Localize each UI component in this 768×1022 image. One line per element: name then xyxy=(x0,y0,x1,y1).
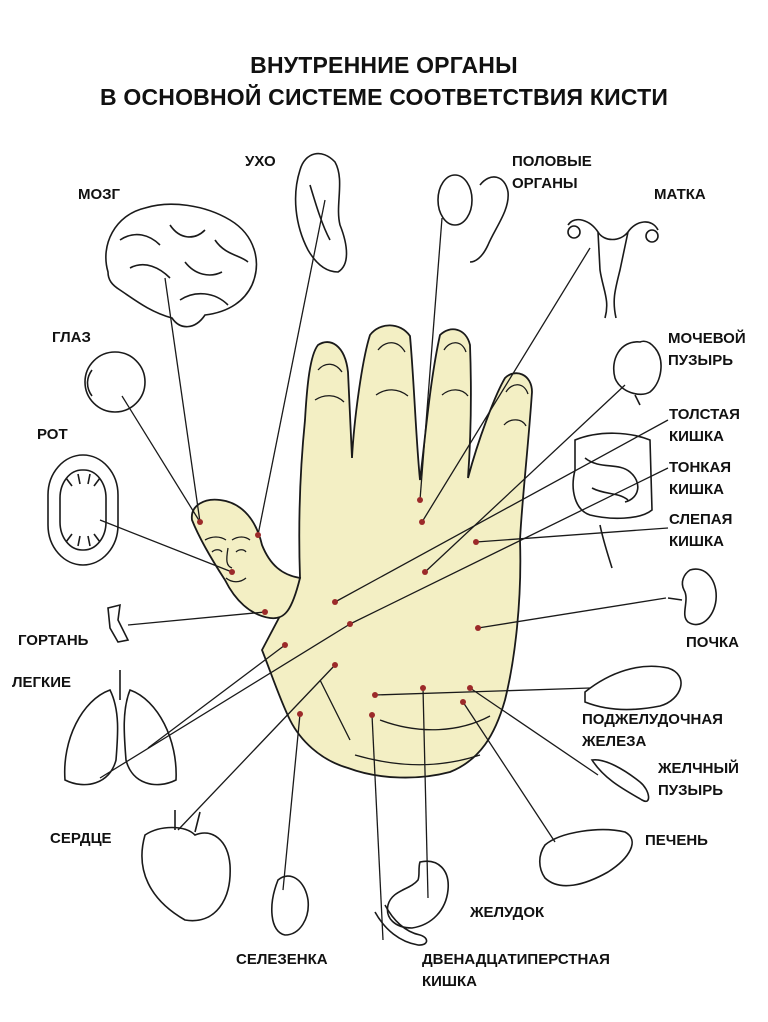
reflex-point-stomach xyxy=(420,685,426,691)
reflex-point-mouth xyxy=(229,569,235,575)
leader-line-genitals xyxy=(419,217,443,501)
leader-line-duodenum xyxy=(371,714,384,941)
reflex-point-ear xyxy=(255,532,261,538)
reflex-point-genitals xyxy=(417,497,423,503)
label-kidney: ПОЧКА xyxy=(686,634,739,651)
title-line-2: В ОСНОВНОЙ СИСТЕМЕ СООТВЕТСТВИЯ КИСТИ xyxy=(99,84,669,110)
reflex-point-liver xyxy=(460,699,466,705)
leader-line-colon xyxy=(334,419,669,603)
leader-line-mouth xyxy=(99,519,233,573)
genitals-icon xyxy=(437,174,509,263)
label-larynx: ГОРТАНЬ xyxy=(18,632,89,649)
label-mouth: РОТ xyxy=(37,426,68,443)
label-uterus: МАТКА xyxy=(654,186,706,203)
label-ear: УХО xyxy=(245,153,276,170)
leader-line-kidney xyxy=(477,597,667,629)
duodenum-icon xyxy=(374,904,428,946)
leader-line-spleen xyxy=(282,713,301,891)
label-stomach: ЖЕЛУДОК xyxy=(470,904,545,921)
reflex-point-colon xyxy=(332,599,338,605)
leader-line-larynx xyxy=(127,611,266,626)
label-lungs: ЛЕГКИЕ xyxy=(12,674,71,691)
label-spleen: СЕЛЕЗЕНКА xyxy=(236,951,328,968)
reflex-point-larynx xyxy=(262,609,268,615)
reflex-point-uterus xyxy=(419,519,425,525)
spleen-icon xyxy=(271,875,310,936)
leader-line-brain xyxy=(164,277,201,523)
reflex-point-kidney xyxy=(475,625,481,631)
larynx-icon xyxy=(107,603,130,643)
leader-line-ear xyxy=(257,199,326,536)
reflex-point-brain xyxy=(197,519,203,525)
leader-line-stomach xyxy=(422,687,429,899)
reflex-point-spleen xyxy=(297,711,303,717)
stomach-icon xyxy=(386,860,449,929)
reflex-point-lungs-2 xyxy=(282,642,288,648)
finger-details xyxy=(314,342,529,766)
liver-icon xyxy=(538,828,633,887)
lungs-icon xyxy=(63,670,177,786)
label-brain: МОЗГ xyxy=(78,186,121,203)
heart-icon xyxy=(141,810,231,922)
leader-line-gallbladder xyxy=(469,687,599,776)
reflex-point-pancreas xyxy=(372,692,378,698)
kidney-icon xyxy=(667,568,717,626)
reflex-point-cecum xyxy=(473,539,479,545)
leader-line-bladder xyxy=(424,384,626,573)
reflex-point-heart xyxy=(332,662,338,668)
reflex-point-duodenum xyxy=(369,712,375,718)
mouth-icon xyxy=(47,454,119,566)
leader-line-pancreas xyxy=(374,687,591,696)
leader-line-lungs xyxy=(99,623,351,779)
pancreas-icon xyxy=(584,665,682,711)
label-heart: СЕРДЦЕ xyxy=(50,830,112,847)
leader-line-lungs-2 xyxy=(147,644,286,749)
leader-line-small-intestine xyxy=(349,467,669,625)
reflex-point-bladder xyxy=(422,569,428,575)
title-line-1: ВНУТРЕННИЕ ОРГАНЫ xyxy=(250,52,518,78)
thumb-outline xyxy=(191,498,302,620)
eye-icon xyxy=(84,351,146,413)
palm-outline xyxy=(261,324,533,779)
leader-line-eye xyxy=(121,395,201,523)
brain-icon xyxy=(105,203,258,328)
gallbladder-icon xyxy=(590,759,650,803)
colon-icon xyxy=(572,432,653,569)
reflex-point-gallbladder xyxy=(467,685,473,691)
label-eye: ГЛАЗ xyxy=(52,329,91,346)
leader-line-uterus xyxy=(421,247,591,523)
bladder-icon xyxy=(613,340,662,406)
leader-line-liver xyxy=(462,701,556,843)
ear-icon xyxy=(294,152,348,273)
leader-line-heart xyxy=(177,664,336,831)
label-liver: ПЕЧЕНЬ xyxy=(645,832,708,849)
reflex-point-small-intestine xyxy=(347,621,353,627)
thumb-face xyxy=(204,536,251,583)
leader-line-cecum xyxy=(475,527,669,543)
uterus-icon xyxy=(567,218,659,319)
